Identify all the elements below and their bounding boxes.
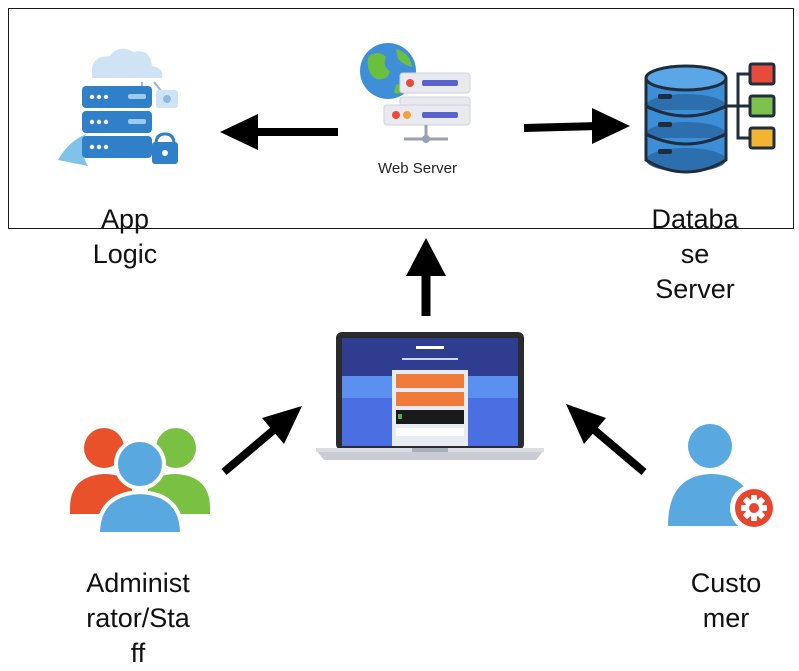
database-server-label: Databa se Server bbox=[651, 204, 739, 304]
database-icon bbox=[644, 62, 776, 174]
server-tier-box bbox=[8, 8, 794, 229]
web-server-globe-icon bbox=[360, 43, 471, 143]
cloud-server-stack-icon bbox=[58, 48, 178, 166]
customer-settings-icon bbox=[668, 424, 778, 532]
administrator-staff-label: Administ rator/Sta ff bbox=[86, 568, 190, 668]
web-server-label: Web Server bbox=[378, 160, 457, 177]
user-group-icon bbox=[70, 428, 210, 536]
arrow-admin-to-laptop bbox=[221, 406, 302, 476]
app-logic-label: App Logic bbox=[92, 204, 158, 269]
arrow-web-to-app-logic bbox=[220, 114, 338, 150]
arrow-web-to-database bbox=[523, 108, 630, 144]
arrow-customer-to-laptop bbox=[566, 404, 647, 476]
laptop-icon bbox=[316, 332, 544, 460]
customer-label: Custo mer bbox=[690, 568, 762, 633]
arrow-laptop-to-web bbox=[406, 238, 446, 316]
